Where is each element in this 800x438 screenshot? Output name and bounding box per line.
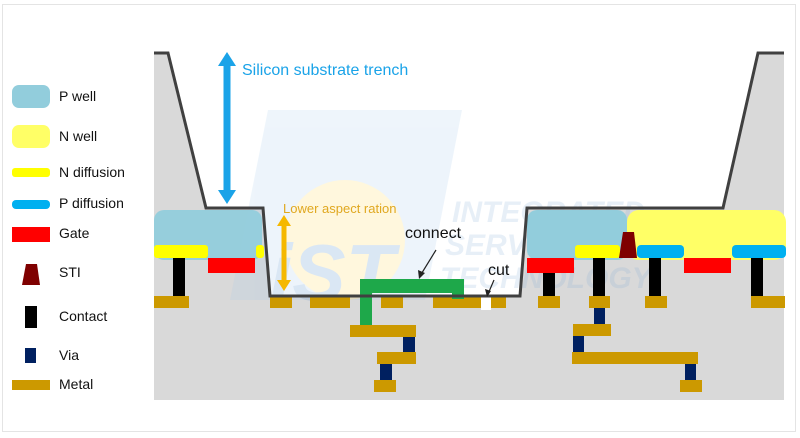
metal-right-6 (572, 352, 698, 364)
p-diffusion-right-1 (637, 245, 684, 258)
via-center-2 (380, 364, 392, 380)
metal-trench-2 (310, 296, 350, 308)
gate-right-1 (527, 258, 574, 273)
via-right-3 (685, 364, 696, 380)
aspect-label: Lower aspect ration (283, 201, 396, 216)
metal-right-5 (573, 324, 611, 336)
legend-swatch-p-diffusion (12, 200, 50, 209)
n-diffusion-left-1 (154, 245, 208, 258)
contact-right-3 (649, 258, 661, 296)
diagram-frame (2, 4, 796, 432)
connect-strap (360, 279, 464, 325)
metal-trench-1 (270, 296, 292, 308)
metal-trench-4 (433, 296, 506, 308)
legend-label-gate: Gate (59, 225, 90, 241)
legend-label-contact: Contact (59, 308, 107, 324)
gate-right-2 (684, 258, 731, 273)
legend-swatch-p-well (12, 85, 50, 108)
metal-center-2 (377, 352, 416, 364)
legend-swatch-metal (12, 380, 50, 390)
contact-left (173, 258, 185, 296)
metal-right-2 (589, 296, 610, 308)
trench-opening (168, 53, 758, 296)
metal-center-3 (374, 380, 396, 392)
cut-gap (481, 296, 491, 310)
legend-label-metal: Metal (59, 376, 93, 392)
legend-swatch-contact (25, 306, 37, 328)
sti-right (619, 232, 637, 258)
via-center-1 (403, 337, 415, 352)
p-diffusion-right-2 (732, 245, 786, 258)
legend: P well N well N diffusion P diffusion Ga… (12, 85, 125, 392)
contact-right-1 (543, 273, 555, 296)
metal-center-1 (350, 325, 416, 337)
watermark-sun (285, 180, 405, 300)
watermark-panel (230, 110, 462, 300)
cut-label: cut (488, 262, 510, 279)
via-right-2 (573, 336, 584, 352)
legend-swatch-n-well (12, 125, 50, 148)
legend-label-p-diffusion: P diffusion (59, 195, 124, 211)
legend-swatch-gate (12, 227, 50, 242)
metal-right-7 (680, 380, 702, 392)
via-right-1 (594, 308, 605, 324)
legend-swatch-via (25, 348, 36, 363)
n-diffusion-left-2 (256, 245, 264, 258)
contact-right-4 (751, 258, 763, 296)
connect-pointer-arrow (418, 249, 437, 279)
legend-label-p-well: P well (59, 88, 96, 104)
legend-label-n-well: N well (59, 128, 97, 144)
connect-label: connect (405, 225, 462, 242)
trench-depth-arrow (218, 52, 236, 204)
trench-label: Silicon substrate trench (242, 62, 408, 79)
gate-left (208, 258, 255, 273)
aspect-ratio-arrow (277, 215, 291, 291)
contact-right-2 (593, 258, 605, 296)
legend-label-via: Via (59, 347, 79, 363)
metal-trench-3 (381, 296, 403, 308)
trench-outline (154, 51, 784, 298)
n-diffusion-right (575, 245, 620, 258)
legend-label-sti: STI (59, 264, 81, 280)
metal-left (154, 296, 189, 308)
metal-right-3 (645, 296, 667, 308)
legend-label-n-diffusion: N diffusion (59, 164, 125, 180)
legend-swatch-sti (22, 264, 40, 285)
cut-pointer-arrow (485, 279, 495, 297)
metal-right-1 (538, 296, 560, 308)
legend-swatch-n-diffusion (12, 168, 50, 177)
metal-right-4 (751, 296, 785, 308)
